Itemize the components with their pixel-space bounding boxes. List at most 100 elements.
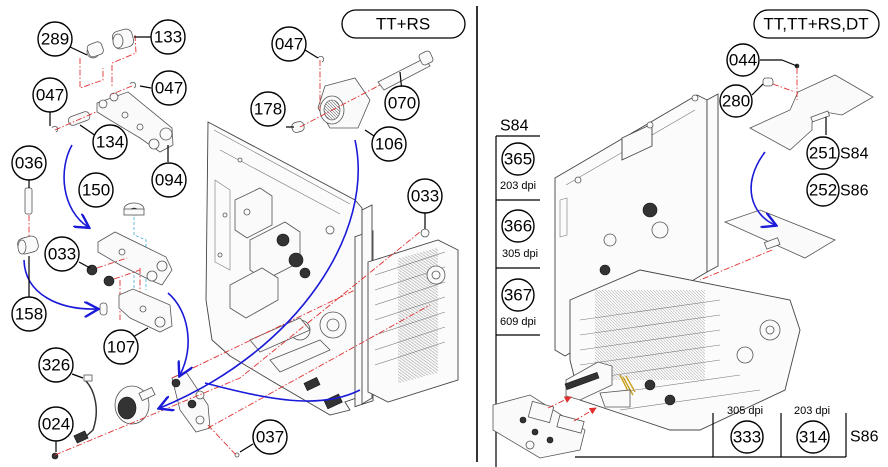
variant-label-tt-tt-rs-dt: TT,TT+RS,DT (753, 9, 880, 39)
center-line (207, 424, 237, 456)
leader-lines (751, 59, 827, 135)
part-251-cover (749, 74, 874, 151)
svg-text:134: 134 (96, 133, 124, 152)
svg-text:289: 289 (41, 30, 69, 49)
part-094-lever (96, 91, 174, 153)
svg-text:365: 365 (504, 150, 532, 169)
part-107-lever (118, 288, 173, 333)
center-line (299, 60, 381, 128)
alignment-line (96, 257, 141, 320)
part-047-clip (317, 55, 325, 63)
model-label-s86: S86 (850, 429, 879, 446)
callout-150: 150 (78, 172, 114, 208)
part-arm (171, 371, 211, 433)
callout-070: 070 (384, 85, 420, 121)
part-158-bushing (17, 235, 39, 255)
callout-047: 047 (32, 77, 68, 113)
callout-314: 314 (796, 420, 830, 454)
svg-text:044: 044 (729, 51, 757, 70)
callout-252: 252 (806, 173, 840, 207)
s86-printhead-table: 305 dpi 333 203 dpi 314 S86 (575, 405, 879, 458)
side-frame-assembly (205, 121, 374, 416)
part-tray (723, 209, 836, 259)
svg-text:150: 150 (82, 181, 110, 200)
part-033-screw (86, 264, 115, 287)
svg-text:033: 033 (411, 187, 439, 206)
callout-365: 365 (501, 142, 535, 176)
callout-333: 333 (730, 420, 764, 454)
part-150-knob (123, 202, 145, 216)
part-289-bushing (86, 41, 104, 59)
part-070-shaft (377, 50, 434, 91)
variant-label-text: TT+RS (376, 15, 430, 34)
svg-text:107: 107 (107, 338, 135, 357)
svg-text:326: 326 (42, 356, 70, 375)
variant-label-tt-rs: TT+RS (341, 9, 466, 39)
assembly-arrow (750, 151, 775, 225)
callout-326: 326 (38, 347, 74, 383)
dpi-label: 609 dpi (500, 316, 536, 328)
callout-366: 366 (501, 209, 535, 243)
model-label-s86: S86 (840, 183, 869, 200)
assembly-arrow (23, 259, 97, 309)
callout-044: 044 (726, 43, 760, 77)
callout-037: 037 (252, 419, 288, 455)
callout-280: 280 (719, 84, 753, 118)
svg-text:252: 252 (809, 181, 837, 200)
svg-text:333: 333 (733, 428, 761, 447)
svg-text:037: 037 (256, 428, 284, 447)
dpi-label: 203 dpi (794, 405, 830, 417)
svg-text:047: 047 (275, 35, 303, 54)
svg-text:036: 036 (15, 154, 43, 173)
part-037-screw (234, 452, 240, 458)
svg-text:047: 047 (155, 79, 183, 98)
part-106-gear (317, 77, 371, 129)
callout-036: 036 (11, 145, 47, 181)
svg-text:070: 070 (388, 94, 416, 113)
callout-367: 367 (501, 278, 535, 312)
alignment-line (79, 34, 137, 89)
part-036-pin (24, 187, 33, 215)
callout-134: 134 (92, 124, 128, 160)
assembly-arrow (160, 139, 359, 408)
alignment-line (772, 68, 798, 100)
part-lever-upper (97, 231, 173, 286)
leader-lines (28, 36, 426, 453)
callout-158: 158 (11, 296, 47, 332)
callout-094: 094 (151, 162, 187, 198)
part-280-bushing (762, 77, 774, 87)
dpi-label: 305 dpi (727, 405, 763, 417)
assembly-arrow (204, 382, 361, 402)
part-047-clip (129, 81, 137, 89)
svg-text:133: 133 (154, 28, 182, 47)
part-047-clip (51, 125, 59, 133)
alignment-line (54, 85, 133, 131)
svg-text:S84: S84 (500, 118, 529, 135)
interface-board (492, 394, 586, 459)
svg-text:106: 106 (375, 135, 403, 154)
svg-text:178: 178 (254, 100, 282, 119)
cables (564, 361, 636, 408)
part-326-sensor-cable (73, 374, 97, 444)
left-panel: TT+RS (11, 9, 466, 460)
callout-033: 033 (44, 236, 80, 272)
callout-133: 133 (150, 19, 186, 55)
dpi-label: 203 dpi (500, 180, 536, 192)
svg-text:158: 158 (15, 305, 43, 324)
connection-arrow (573, 407, 597, 422)
part-033-screw (420, 228, 430, 238)
part-pin (99, 302, 108, 316)
callout-289: 289 (37, 21, 73, 57)
svg-text:TT,TT+RS,DT: TT,TT+RS,DT (763, 15, 868, 34)
svg-text:366: 366 (504, 217, 532, 236)
svg-text:094: 094 (155, 171, 183, 190)
svg-text:280: 280 (722, 92, 750, 111)
print-mechanism (367, 239, 459, 403)
callout-106: 106 (371, 126, 407, 162)
center-line (171, 289, 356, 379)
callout-251: 251 (806, 136, 840, 170)
svg-text:047: 047 (36, 86, 64, 105)
model-label-s84: S84 (840, 146, 869, 163)
callout-024: 024 (38, 406, 74, 442)
center-line (207, 304, 431, 429)
